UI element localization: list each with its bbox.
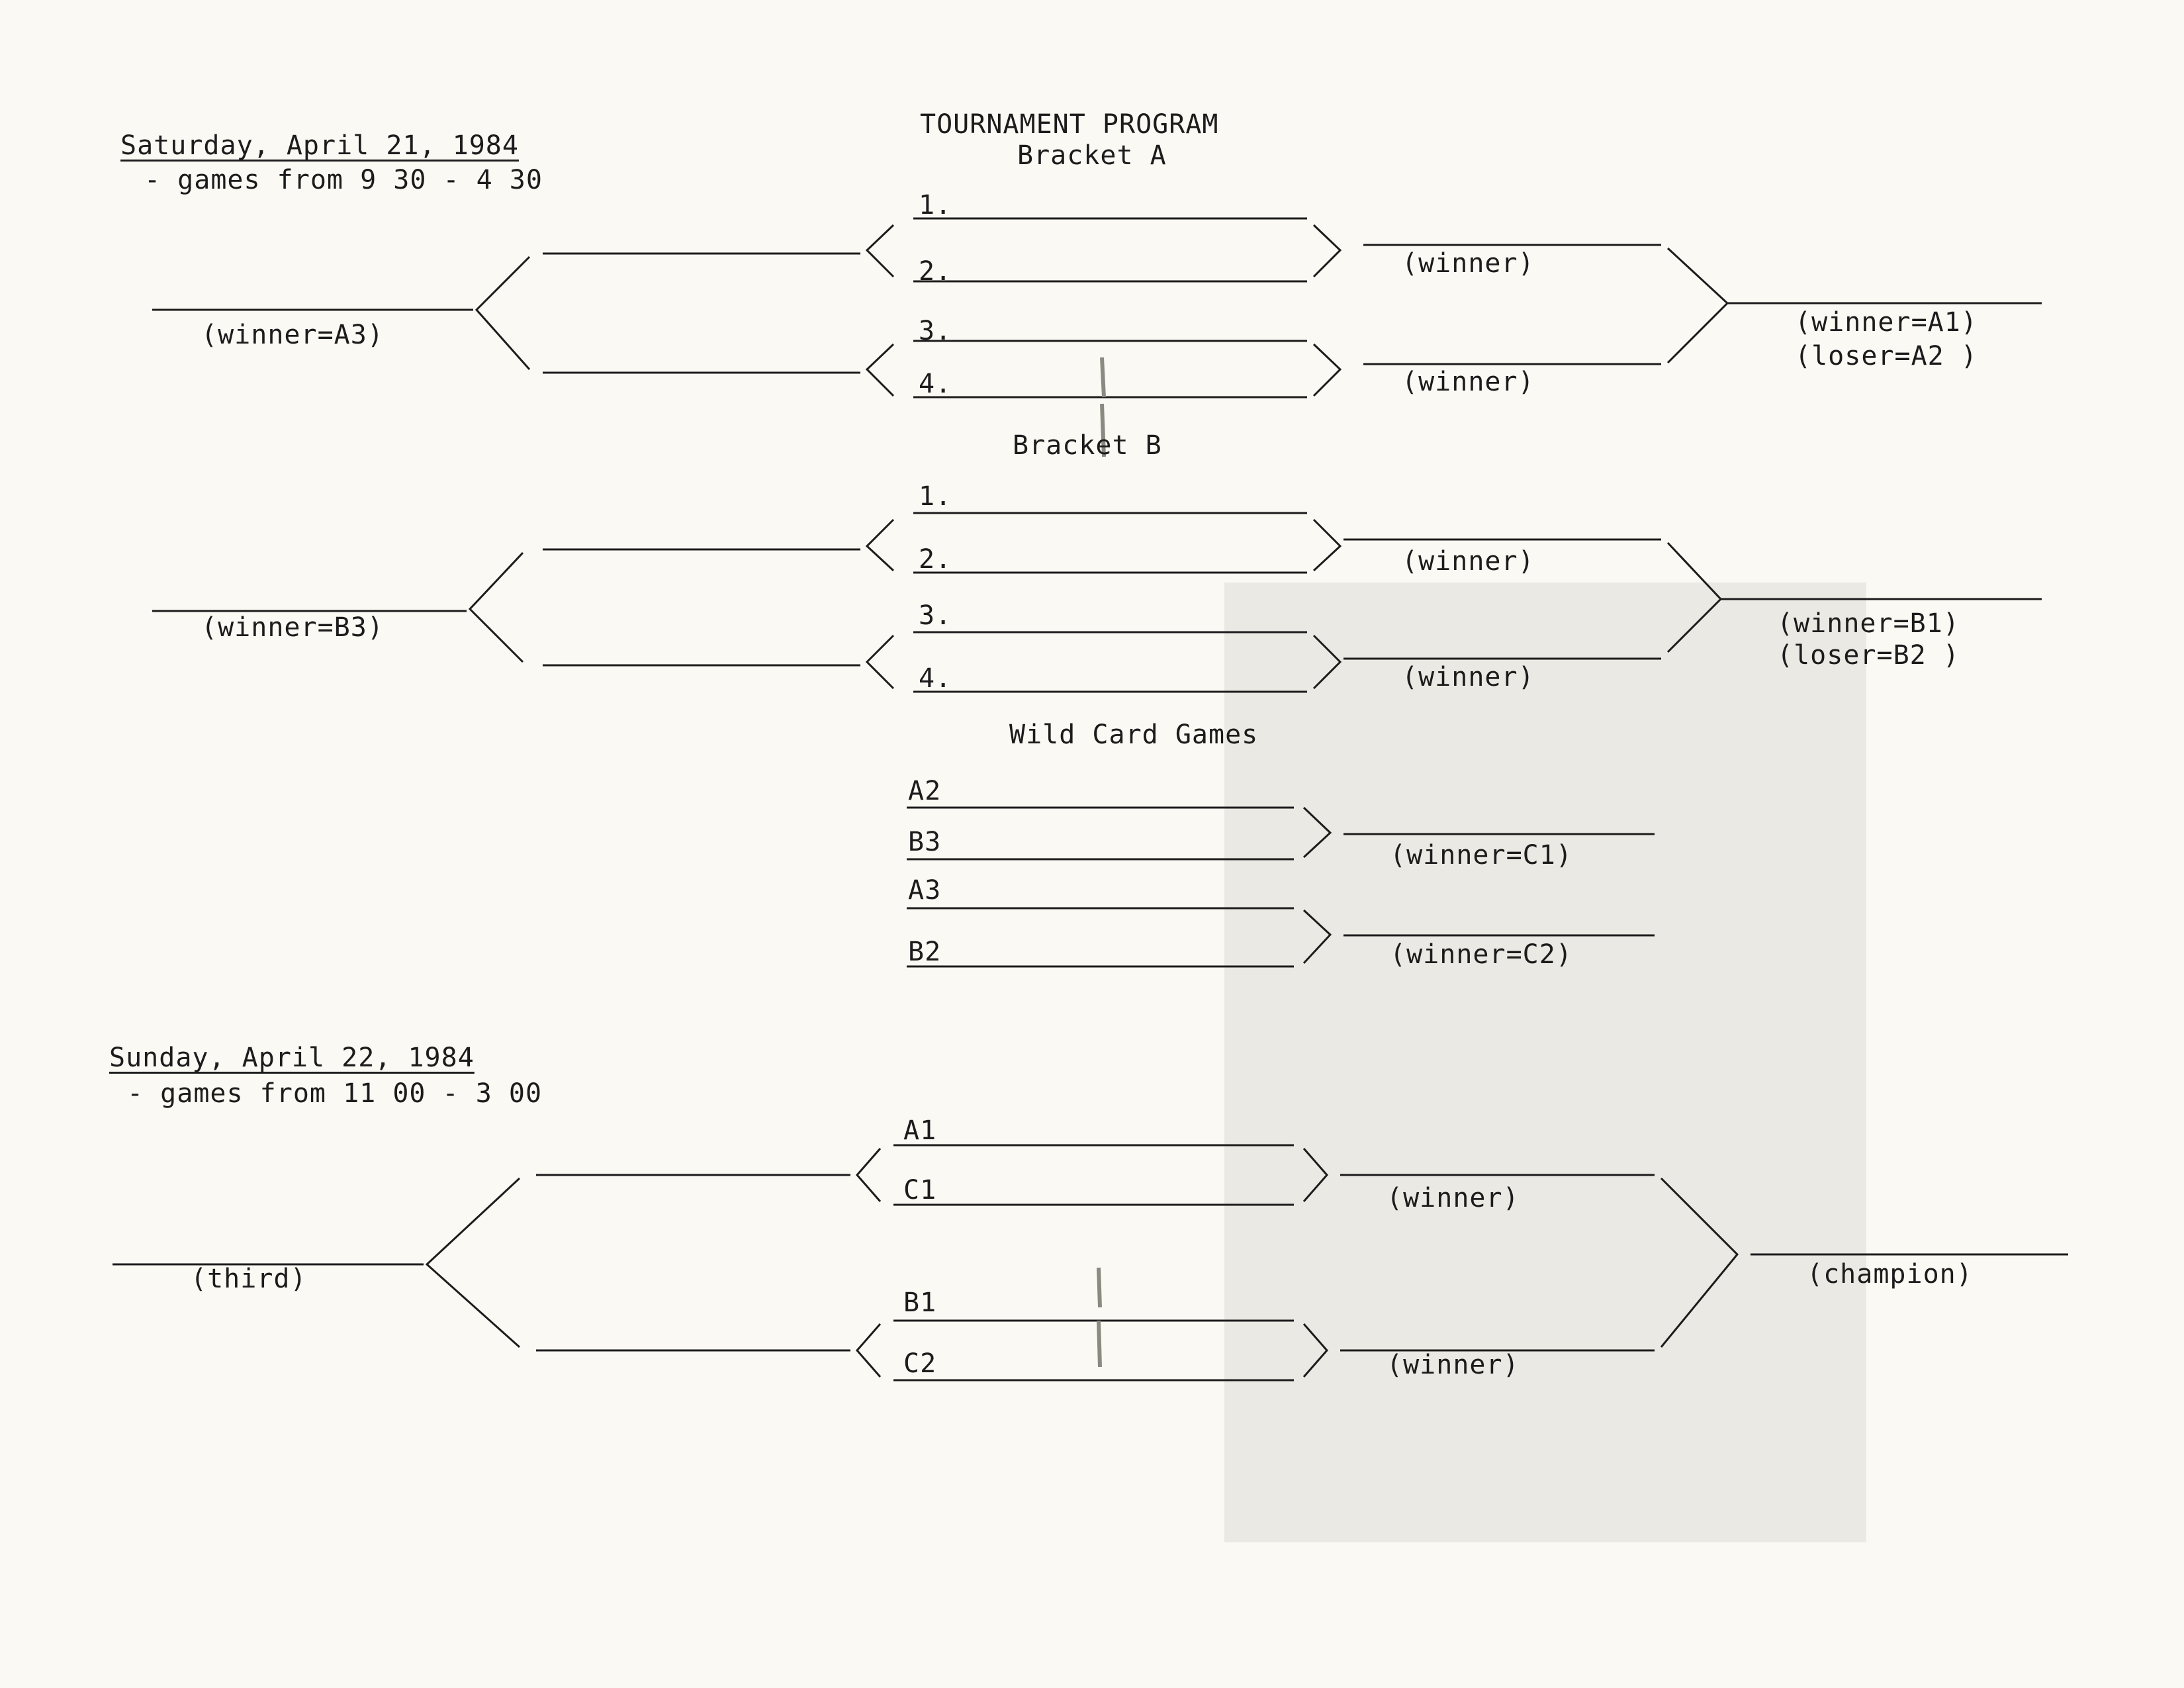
- bracket-b-final-chevron: [1666, 541, 1723, 653]
- bleed-through-photo: [1224, 583, 1866, 1542]
- wild-card-slot-b3: B3: [908, 827, 942, 857]
- wild-card-winner-label-2: (winner=C2): [1390, 939, 1572, 970]
- bracket-a-slot-3: 3.: [919, 316, 952, 346]
- sunday-date: Sunday, April 22, 1984: [109, 1043, 475, 1073]
- wild-card-chevron-1: [1302, 806, 1332, 859]
- finals-slot-c1: C1: [903, 1175, 937, 1205]
- bracket-b-right-chevron-2: [1312, 634, 1342, 690]
- bracket-b-consolation-chevron: [468, 551, 524, 663]
- finals-left-chevron-2: [856, 1323, 882, 1378]
- bracket-b-slot-3: 3.: [919, 600, 952, 631]
- wild-card-chevron-2: [1302, 909, 1332, 964]
- bracket-b-winner-label-1: (winner): [1402, 546, 1535, 577]
- championship-chevron: [1660, 1177, 1739, 1348]
- bracket-a-final-label-loser: (loser=A2 ): [1795, 341, 1978, 371]
- bracket-a-heading: Bracket A: [1017, 140, 1167, 171]
- bracket-a-final-chevron: [1666, 247, 1729, 364]
- finals-right-chevron-1: [1302, 1148, 1328, 1202]
- finals-slot-a1: A1: [903, 1115, 937, 1146]
- saturday-games-time: - games from 9 30 - 4 30: [144, 165, 543, 195]
- bracket-b-right-chevron-1: [1312, 518, 1342, 572]
- wild-card-slot-a2: A2: [908, 776, 942, 806]
- bracket-b-slot-2: 2.: [919, 544, 952, 575]
- bracket-a-slot-1: 1.: [919, 190, 952, 220]
- bracket-b-slot-4: 4.: [919, 663, 952, 694]
- third-place-chevron: [425, 1177, 521, 1348]
- champion-label: (champion): [1807, 1259, 1973, 1289]
- finals-winner-label-2: (winner): [1387, 1350, 1520, 1380]
- wild-card-slot-a3: A3: [908, 875, 942, 906]
- bracket-a-final-label-winner: (winner=A1): [1795, 307, 1978, 338]
- wild-card-heading: Wild Card Games: [1009, 720, 1259, 750]
- bracket-b-left-chevron-1: [865, 518, 895, 572]
- third-place-label: (third): [191, 1264, 307, 1294]
- staple-marks: [1097, 357, 1106, 1368]
- bracket-a-slot-2: 2.: [919, 256, 952, 287]
- bracket-a-left-chevron-2: [865, 343, 895, 397]
- program-title: TOURNAMENT PROGRAM: [920, 109, 1219, 140]
- finals-winner-label-1: (winner): [1387, 1183, 1520, 1213]
- bracket-a-winner-label-1: (winner): [1402, 248, 1535, 279]
- bracket-a-winner-label-2: (winner): [1402, 367, 1535, 397]
- wild-card-winner-label-1: (winner=C1): [1390, 840, 1572, 870]
- wild-card-slot-b2: B2: [908, 937, 942, 967]
- bracket-a-right-chevron-1: [1312, 224, 1342, 278]
- bracket-a-consolation-chevron: [475, 256, 531, 370]
- bracket-b-winner-label-2: (winner): [1402, 662, 1535, 692]
- bracket-b-left-chevron-2: [865, 634, 895, 690]
- bracket-b-consolation-label: (winner=B3): [201, 612, 384, 643]
- finals-right-chevron-2: [1302, 1323, 1328, 1378]
- sunday-games-time: - games from 11 00 - 3 00: [127, 1078, 543, 1109]
- finals-left-chevron-1: [856, 1148, 882, 1202]
- bracket-b-final-label-loser: (loser=B2 ): [1777, 640, 1960, 671]
- saturday-date: Saturday, April 21, 1984: [120, 130, 519, 161]
- bracket-a-consolation-label: (winner=A3): [201, 320, 384, 350]
- bracket-a-right-chevron-2: [1312, 343, 1342, 397]
- bracket-b-slot-1: 1.: [919, 481, 952, 512]
- bracket-b-final-label-winner: (winner=B1): [1777, 608, 1960, 639]
- bracket-a-slot-4: 4.: [919, 369, 952, 399]
- bracket-a-left-chevron-1: [865, 224, 895, 278]
- finals-slot-b1: B1: [903, 1288, 937, 1318]
- finals-slot-c2: C2: [903, 1348, 937, 1379]
- bracket-b-heading: Bracket B: [1013, 430, 1162, 461]
